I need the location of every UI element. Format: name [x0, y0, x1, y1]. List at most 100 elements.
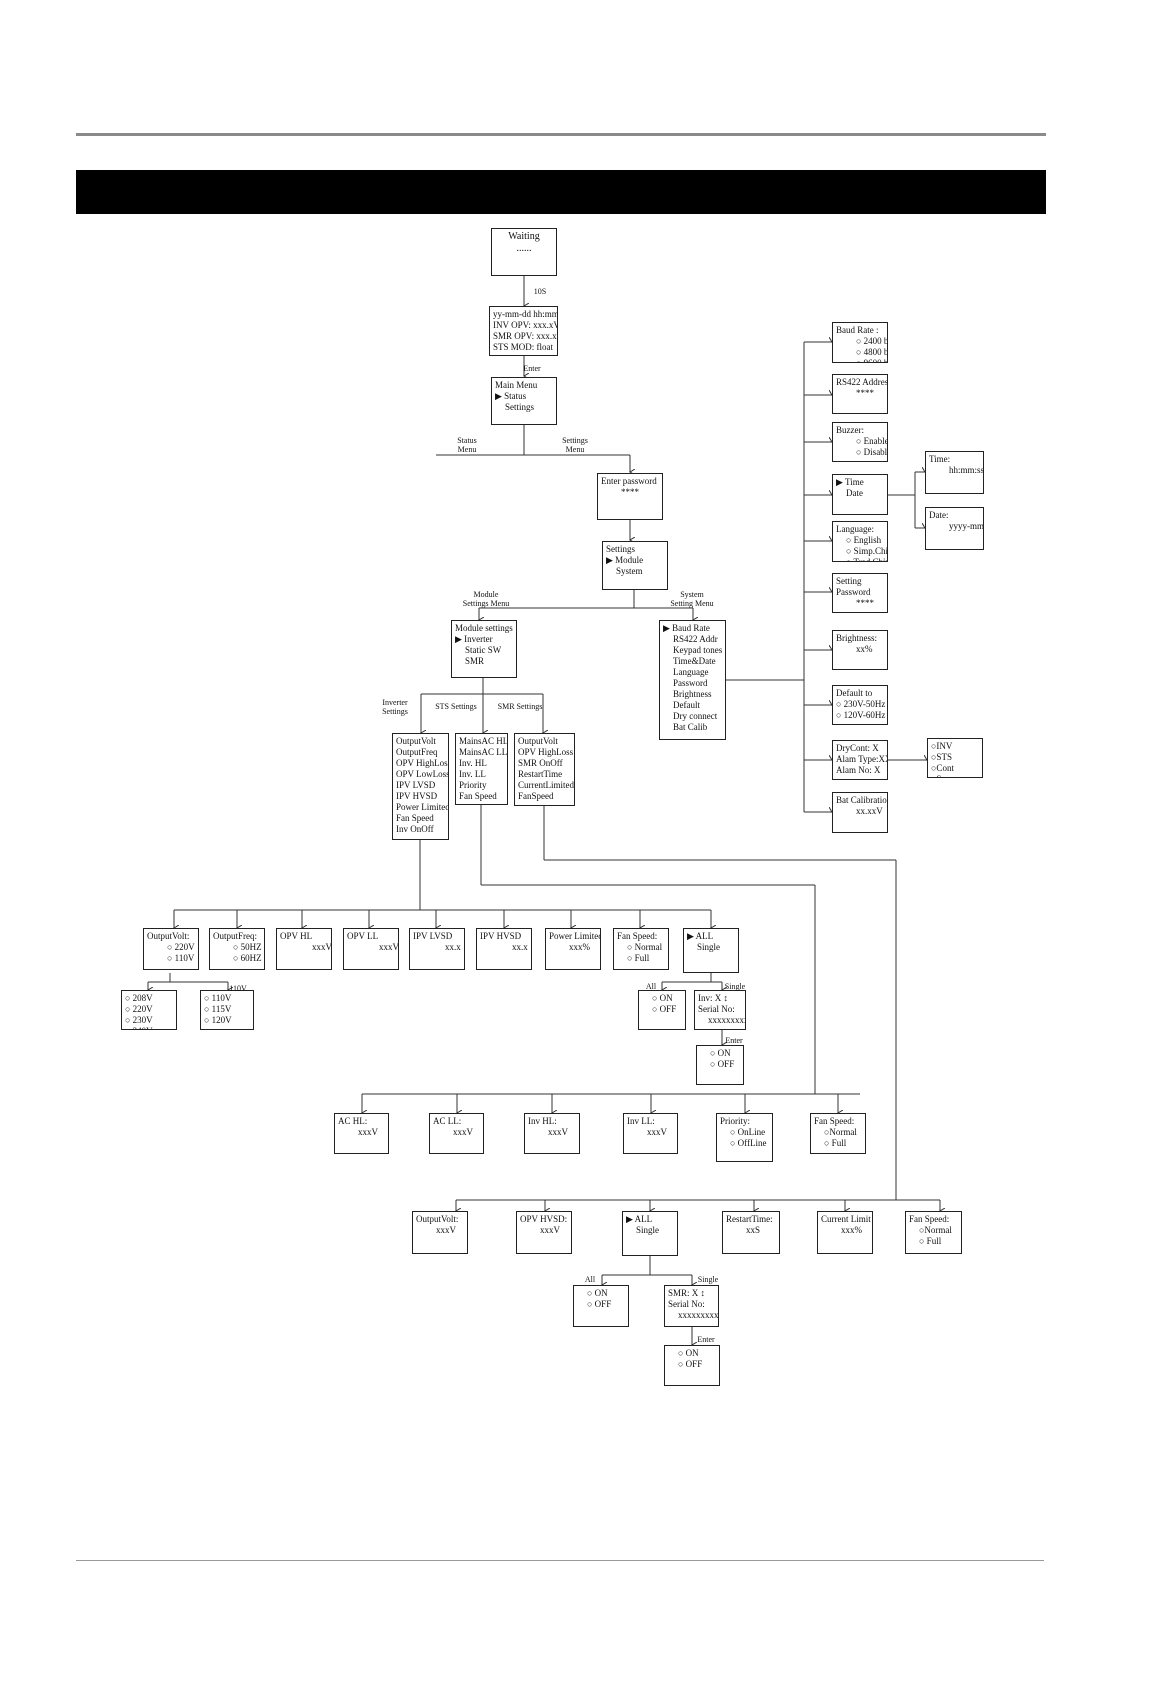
- node-line: OPV HighLoss: [518, 747, 574, 757]
- node-line: OutputVolt:: [416, 1214, 459, 1224]
- node-line: Inv HL:: [528, 1116, 557, 1126]
- footer-rule: [76, 1560, 1044, 1561]
- node-line: FanSpeed: [518, 791, 554, 801]
- node-line: ○ Full: [627, 953, 650, 963]
- node-line: ○ Normal: [627, 942, 663, 952]
- lbl-status-menu: Status Menu: [457, 436, 477, 454]
- node-line: ○ OffLine: [730, 1138, 767, 1148]
- node-line: MainsAC HL: [459, 736, 508, 746]
- lbl-smr-all: All: [584, 1275, 596, 1284]
- node-line: Date:: [929, 510, 949, 520]
- lbl-settings-menu: Settings Menu: [562, 436, 588, 454]
- node-line: Language: [673, 667, 709, 677]
- node-line: Fan Speed:: [909, 1214, 950, 1224]
- node-line: IPV HVSD: [480, 931, 522, 941]
- node-line: ○ 208V: [125, 993, 153, 1003]
- node-line: MainsAC LL: [459, 747, 508, 757]
- node-line: Module settings: [455, 623, 513, 633]
- node-line: ○ 110V: [167, 953, 195, 963]
- node-line: ○ 2400 bps: [856, 336, 888, 346]
- node-line: ○ Trad.Chinese: [846, 557, 887, 562]
- node-line: OutputFreq: [396, 747, 438, 757]
- node-sts-ac-ll: AC LL:xxxV: [429, 1113, 484, 1154]
- node-line: xxxV: [312, 942, 332, 952]
- node-line: ▶ ALL: [687, 931, 714, 941]
- header-rule: [76, 133, 1046, 136]
- node-rs422-address: RS422 Address:****: [832, 374, 888, 414]
- node-line: OPV LowLoss: [396, 769, 449, 779]
- node-line: Buzzer:: [836, 425, 864, 435]
- node-line: Setting: [836, 576, 862, 586]
- node-line: OPV LL: [347, 931, 379, 941]
- section-header-bar: [76, 170, 1046, 214]
- lbl-system-setting-menu: System Setting Menu: [670, 590, 714, 608]
- node-line: ****: [856, 388, 874, 398]
- node-line: xxxV: [453, 1127, 473, 1137]
- lbl-enter-1: Enter: [523, 364, 541, 373]
- node-smr-fan-speed: Fan Speed:○Normal○ Full: [905, 1211, 962, 1254]
- node-line: ▶ ALL: [626, 1214, 653, 1224]
- node-line: ○ 240V: [125, 1026, 173, 1029]
- node-line: OPV HighLoss: [396, 758, 449, 768]
- node-inv-fan-speed: Fan Speed:○ Normal○ Full: [613, 928, 669, 970]
- node-line: Single: [636, 1225, 660, 1235]
- node-inv-single: Inv: X ↕Serial No:xxxxxxxxxx: [694, 990, 746, 1030]
- node-line: RS422 Addr: [673, 634, 718, 644]
- node-line: ○ OFF: [652, 1004, 677, 1014]
- node-line: xxS: [746, 1225, 761, 1235]
- node-line: OPV HVSD:: [520, 1214, 568, 1224]
- node-line: OutputFreq:: [213, 931, 257, 941]
- lbl-sts-settings: STS Settings: [435, 702, 477, 711]
- node-line: ****: [621, 487, 639, 497]
- node-line: Settings: [606, 544, 636, 554]
- node-line: ○ 4800 bps: [856, 347, 888, 357]
- node-line: xx.xxV: [856, 806, 883, 816]
- node-line: ○ OFF: [587, 1299, 612, 1309]
- node-volt-220-options: ○ 208V○ 220V○ 230V○ 240V: [121, 990, 177, 1030]
- lbl-inv-enter: Enter: [725, 1036, 743, 1045]
- node-line: ○STS: [931, 752, 952, 762]
- node-smr-outputvolt: OutputVolt:xxxV: [412, 1211, 468, 1254]
- lbl-inv-all: All: [645, 982, 657, 991]
- node-line: Alam Type:XXX: [836, 754, 887, 764]
- node-line: Password: [673, 678, 708, 688]
- node-line: Bat Calibration: [836, 795, 888, 805]
- node-line: OutputVolt:: [147, 931, 190, 941]
- node-line: xxxV: [548, 1127, 568, 1137]
- node-line: ▶ Time: [836, 477, 864, 487]
- node-line: IPV LVSD: [413, 931, 453, 941]
- node-default-to: Default to○ 230V-50Hz○ 120V-60Hz: [832, 685, 888, 725]
- node-line: Baud Rate :: [836, 325, 879, 335]
- lbl-10s: 10S: [533, 287, 547, 296]
- node-inv-single-onoff: ○ ON○ OFF: [696, 1045, 744, 1085]
- node-line: Priority: [459, 780, 487, 790]
- node-line: ......: [516, 243, 532, 254]
- node-smr-opv-hvsd: OPV HVSD:xxxV: [516, 1211, 572, 1254]
- node-brightness: Brightness:xx%: [832, 630, 888, 670]
- node-line: Serial No:: [698, 1004, 735, 1014]
- node-line: ○ Full: [824, 1138, 847, 1148]
- node-line: SMR: [465, 656, 485, 666]
- node-line: ○Cont: [931, 763, 954, 773]
- node-line: SMR OnOff: [518, 758, 563, 768]
- node-line: hh:mm:ss: [949, 465, 984, 475]
- node-line: ○ English: [846, 535, 882, 545]
- node-line: ○ 120V-60Hz: [836, 710, 886, 720]
- node-line: ○ 9600 bps: [856, 358, 888, 363]
- node-line: xxxV: [379, 942, 399, 952]
- node-line: Inv. LL: [459, 769, 486, 779]
- node-line: ○ Full: [919, 1236, 942, 1246]
- node-line: INV OPV: xxx.xV: [493, 320, 558, 330]
- node-line: Power Limited: [549, 931, 601, 941]
- node-line: ○ ON: [587, 1288, 608, 1298]
